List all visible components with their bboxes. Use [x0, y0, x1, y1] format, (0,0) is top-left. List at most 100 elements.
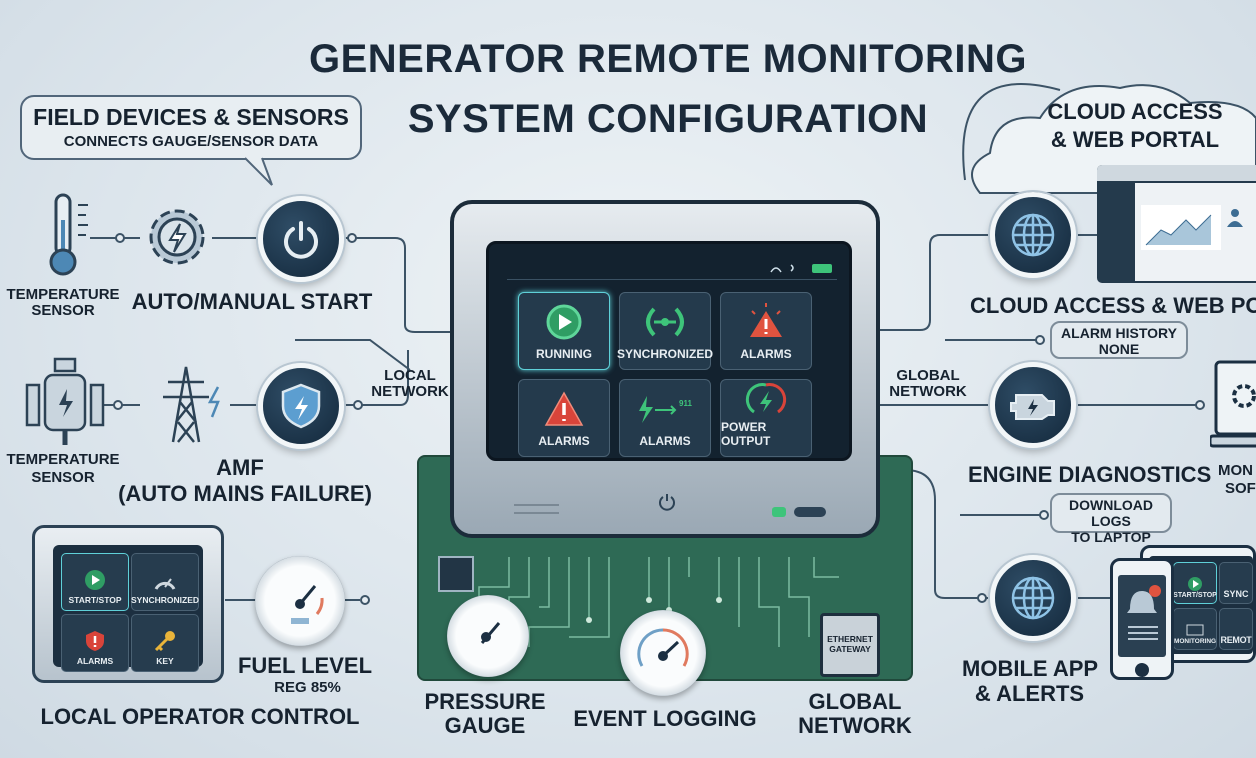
right-global-network-line2: NETWORK [889, 383, 967, 400]
tablet-tile-label: MONITORING [1173, 638, 1217, 645]
temp-sensor-1-line1: TEMPERATURE [6, 286, 120, 303]
event-logging-gauge [620, 610, 706, 696]
chip-line2: GATEWAY [829, 644, 871, 655]
panel-alarms-button[interactable]: ALARMS [61, 614, 129, 672]
callout-title: FIELD DEVICES & SENSORS [33, 104, 349, 130]
fuel-level-reading: REG 85% [274, 679, 341, 696]
status-icons [770, 264, 832, 273]
user-icon [1227, 209, 1243, 227]
signal-icon: 911 [639, 396, 692, 423]
cloud-line2: & WEB PORTAL [1050, 127, 1220, 152]
event-logging-label: EVENT LOGGING [573, 706, 757, 731]
menu-button[interactable] [794, 507, 826, 517]
monitoring-software-line2: SOF [1225, 480, 1256, 497]
shield-bolt-icon [281, 383, 321, 429]
pressure-gauge [447, 595, 529, 677]
monitoring-software-line1: MON [1218, 462, 1253, 479]
global-network-line2: NETWORK [798, 713, 912, 738]
panel-tile-label: KEY [156, 656, 174, 666]
callout-tail [244, 157, 273, 186]
power-button-icon[interactable] [657, 491, 677, 511]
warning-icon [544, 391, 584, 426]
tile-label: RUNNING [536, 347, 592, 361]
cloud-globe-button[interactable] [990, 192, 1076, 278]
tile-label: ALARMS [538, 434, 590, 448]
tile-label: SYNCHRONIZED [617, 347, 714, 361]
alarm-history-line1: ALARM HISTORY [1061, 325, 1177, 341]
tablet-start-stop-tile[interactable]: START/STOP [1173, 562, 1217, 604]
download-logs-box: DOWNLOAD LOGS TO LAPTOP [1050, 493, 1172, 545]
play-icon [1188, 577, 1202, 591]
pressure-gauge-line2: GAUGE [444, 713, 526, 738]
amf-label-line2: (AUTO MAINS FAILURE) [118, 481, 372, 506]
panel-tile-label: SYNCHRONIZED [131, 595, 200, 605]
local-operator-panel: START/STOP SYNCHRONIZED ALARMS KEY [32, 525, 224, 683]
local-operator-label: LOCAL OPERATOR CONTROL [40, 704, 360, 729]
tile-label: ALARMS [740, 347, 792, 361]
cloud-access-label: CLOUD ACCESS & WEB PO [970, 293, 1256, 318]
alarm-history-line2: NONE [1098, 341, 1140, 358]
gauge-needle-icon [637, 628, 689, 667]
play-icon [85, 570, 105, 590]
tile-alarms-1[interactable]: ALARMS [720, 292, 812, 370]
tile-label: POWER OUTPUT [721, 420, 771, 448]
tile-synchronized[interactable]: SYNCHRONIZED [617, 292, 714, 370]
mobile-app-line2: & ALERTS [974, 681, 1085, 706]
local-network-line2: NETWORK [371, 383, 449, 400]
gauge-needle-icon [480, 622, 501, 644]
panel-synchronized-button[interactable]: SYNCHRONIZED [131, 553, 199, 611]
circuit-traces [438, 556, 839, 647]
phone-device [1110, 558, 1174, 680]
globe-icon [1011, 576, 1055, 620]
chip-line1: ETHERNET [827, 634, 873, 644]
svg-text:911: 911 [679, 399, 692, 408]
sync-icon [646, 307, 684, 337]
panel-tile-label: ALARMS [76, 656, 114, 666]
download-logs-line2: TO LAPTOP [1071, 529, 1151, 546]
shield-alert-icon [86, 631, 104, 651]
gauge-icon [154, 578, 176, 590]
laptop-icon [1210, 360, 1256, 448]
power-icon [284, 221, 318, 259]
cloud-line1: CLOUD ACCESS [1047, 99, 1223, 124]
gear-bolt-icon [149, 209, 205, 265]
tablet-sync-tile[interactable]: SYNC [1219, 562, 1253, 604]
field-devices-callout: FIELD DEVICES & SENSORS CONNECTS GAUGE/S… [20, 95, 362, 160]
tablet-remote-tile[interactable]: REMOT [1219, 608, 1253, 650]
panel-key-button[interactable]: KEY [131, 614, 199, 672]
tablet-tile-label: SYNC [1223, 589, 1249, 599]
local-network-line1: LOCAL [384, 367, 436, 384]
engine-diagnostics-label: ENGINE DIAGNOSTICS [968, 462, 1212, 487]
panel-start-stop-button[interactable]: START/STOP [61, 553, 129, 611]
temp-sensor-1-line2: SENSOR [31, 302, 95, 319]
right-global-network-line1: GLOBAL [896, 367, 960, 384]
tablet-monitoring-tile[interactable]: MONITORING [1173, 608, 1217, 650]
gauge-needle-icon [291, 585, 324, 624]
power-tower-icon [163, 366, 220, 443]
amf-shield-button[interactable] [258, 363, 344, 449]
page-title-line1: GENERATOR REMOTE MONITORING [309, 37, 1027, 81]
tile-alarms-2[interactable]: ALARMS [518, 379, 610, 457]
page-title-line2: SYSTEM CONFIGURATION [407, 97, 929, 141]
auto-manual-start-button[interactable] [258, 196, 344, 282]
warning-icon [750, 303, 782, 337]
fuel-level-gauge [255, 556, 345, 646]
ethernet-gateway-chip: ETHERNET GATEWAY [820, 613, 880, 677]
temp-sensor-2-line1: TEMPERATURE [6, 451, 120, 468]
mobile-globe-button[interactable] [990, 555, 1076, 641]
thermometer-icon [49, 193, 88, 276]
key-icon [154, 631, 175, 652]
play-icon [546, 304, 582, 340]
amf-label-line1: AMF [216, 455, 264, 480]
green-led [772, 507, 786, 517]
engine-icon [1010, 394, 1055, 420]
valve-sensor-icon [25, 357, 105, 445]
engine-diagnostics-button[interactable] [990, 362, 1076, 448]
tile-running[interactable]: RUNNING [518, 292, 610, 370]
alarm-history-box: ALARM HISTORY NONE [1050, 321, 1188, 359]
tile-power-output[interactable]: POWER OUTPUT [720, 379, 812, 457]
fuel-level-label: FUEL LEVEL [237, 653, 373, 678]
temp-sensor-2-line2: SENSOR [31, 469, 95, 486]
